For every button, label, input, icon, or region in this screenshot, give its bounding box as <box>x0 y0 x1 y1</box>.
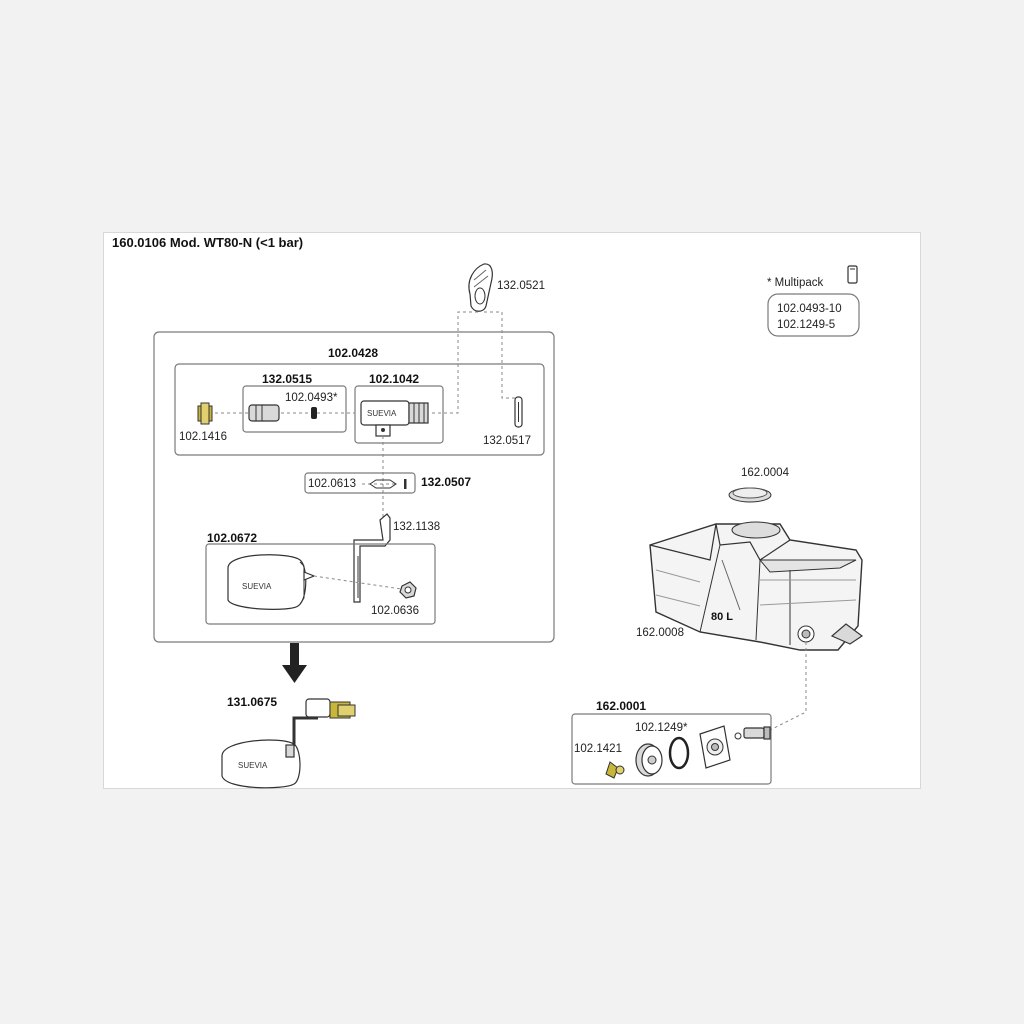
part-label-102-1416: 102.1416 <box>179 431 227 443</box>
multipack-item: 102.1249-5 <box>777 319 835 331</box>
valve-subassembly-box <box>174 363 545 456</box>
multipack-label: * Multipack <box>767 277 823 289</box>
drain-flange <box>699 725 731 769</box>
seal-102-0493 <box>311 407 317 419</box>
part-label-162-0004: 162.0004 <box>741 467 790 479</box>
valve-body-102-1042: SUEVIA <box>360 400 429 437</box>
wing-nut-102-1421 <box>605 761 625 779</box>
part-label-102-1249: 102.1249* <box>635 722 688 734</box>
part-label-132-1138: 132.1138 <box>393 521 440 533</box>
subassembly-box-162-0001 <box>571 713 772 785</box>
lever-132-1138 <box>353 513 391 603</box>
tank-volume-text: 80 L <box>711 611 733 623</box>
part-label-132-0521: 132.0521 <box>497 280 545 292</box>
o-ring-102-1249 <box>668 736 690 770</box>
diagram-sheet <box>103 232 921 789</box>
part-label-102-0428: 102.0428 <box>328 346 378 360</box>
part-label-132-0515: 132.0515 <box>262 372 312 386</box>
brand-text: SUEVIA <box>367 409 397 418</box>
subassembly-box-102-0672 <box>205 543 436 625</box>
axle-pin-102-0613 <box>362 479 407 489</box>
drain-bolt <box>734 726 771 740</box>
nut-102-0636 <box>399 581 417 599</box>
multipack-box <box>767 293 860 337</box>
assembly-box-102-0428 <box>153 331 555 643</box>
arrow-down-icon <box>282 643 307 683</box>
trough-162-0008: 80 L <box>649 521 864 651</box>
part-label-102-1421: 102.1421 <box>574 743 622 755</box>
part-label-131-0675: 131.0675 <box>227 695 277 709</box>
part-label-102-0636: 102.0636 <box>371 605 419 617</box>
part-label-162-0001: 162.0001 <box>596 699 646 713</box>
drain-cap <box>635 743 663 777</box>
piston-132-0515 <box>248 404 280 422</box>
clip-132-0521 <box>468 263 493 312</box>
part-label-132-0517: 132.0517 <box>483 435 531 447</box>
brand-text: SUEVIA <box>238 761 268 770</box>
multipack-item: 102.0493-10 <box>777 303 842 315</box>
diagram-title: 160.0106 Mod. WT80-N (<1 bar) <box>112 235 303 250</box>
subassembly-box-132-0515 <box>242 385 347 433</box>
part-label-102-0613: 102.0613 <box>308 478 356 490</box>
part-label-132-0507: 132.0507 <box>421 475 471 489</box>
float-102-0672: SUEVIA <box>227 554 316 610</box>
part-label-102-0493: 102.0493* <box>285 392 338 404</box>
part-label-102-1042: 102.1042 <box>369 372 419 386</box>
brass-nut-102-1416 <box>197 402 213 425</box>
subassembly-box-102-1042 <box>354 385 444 444</box>
part-label-162-0008: 162.0008 <box>636 627 684 639</box>
pin-132-0517 <box>514 396 523 428</box>
complete-valve-131-0675: SUEVIA <box>221 698 356 789</box>
subassembly-box-132-0507 <box>304 472 416 494</box>
part-label-102-0672: 102.0672 <box>207 531 257 545</box>
brand-text: SUEVIA <box>242 582 272 591</box>
multipack-icon <box>847 265 858 284</box>
plug-162-0004 <box>728 487 772 503</box>
